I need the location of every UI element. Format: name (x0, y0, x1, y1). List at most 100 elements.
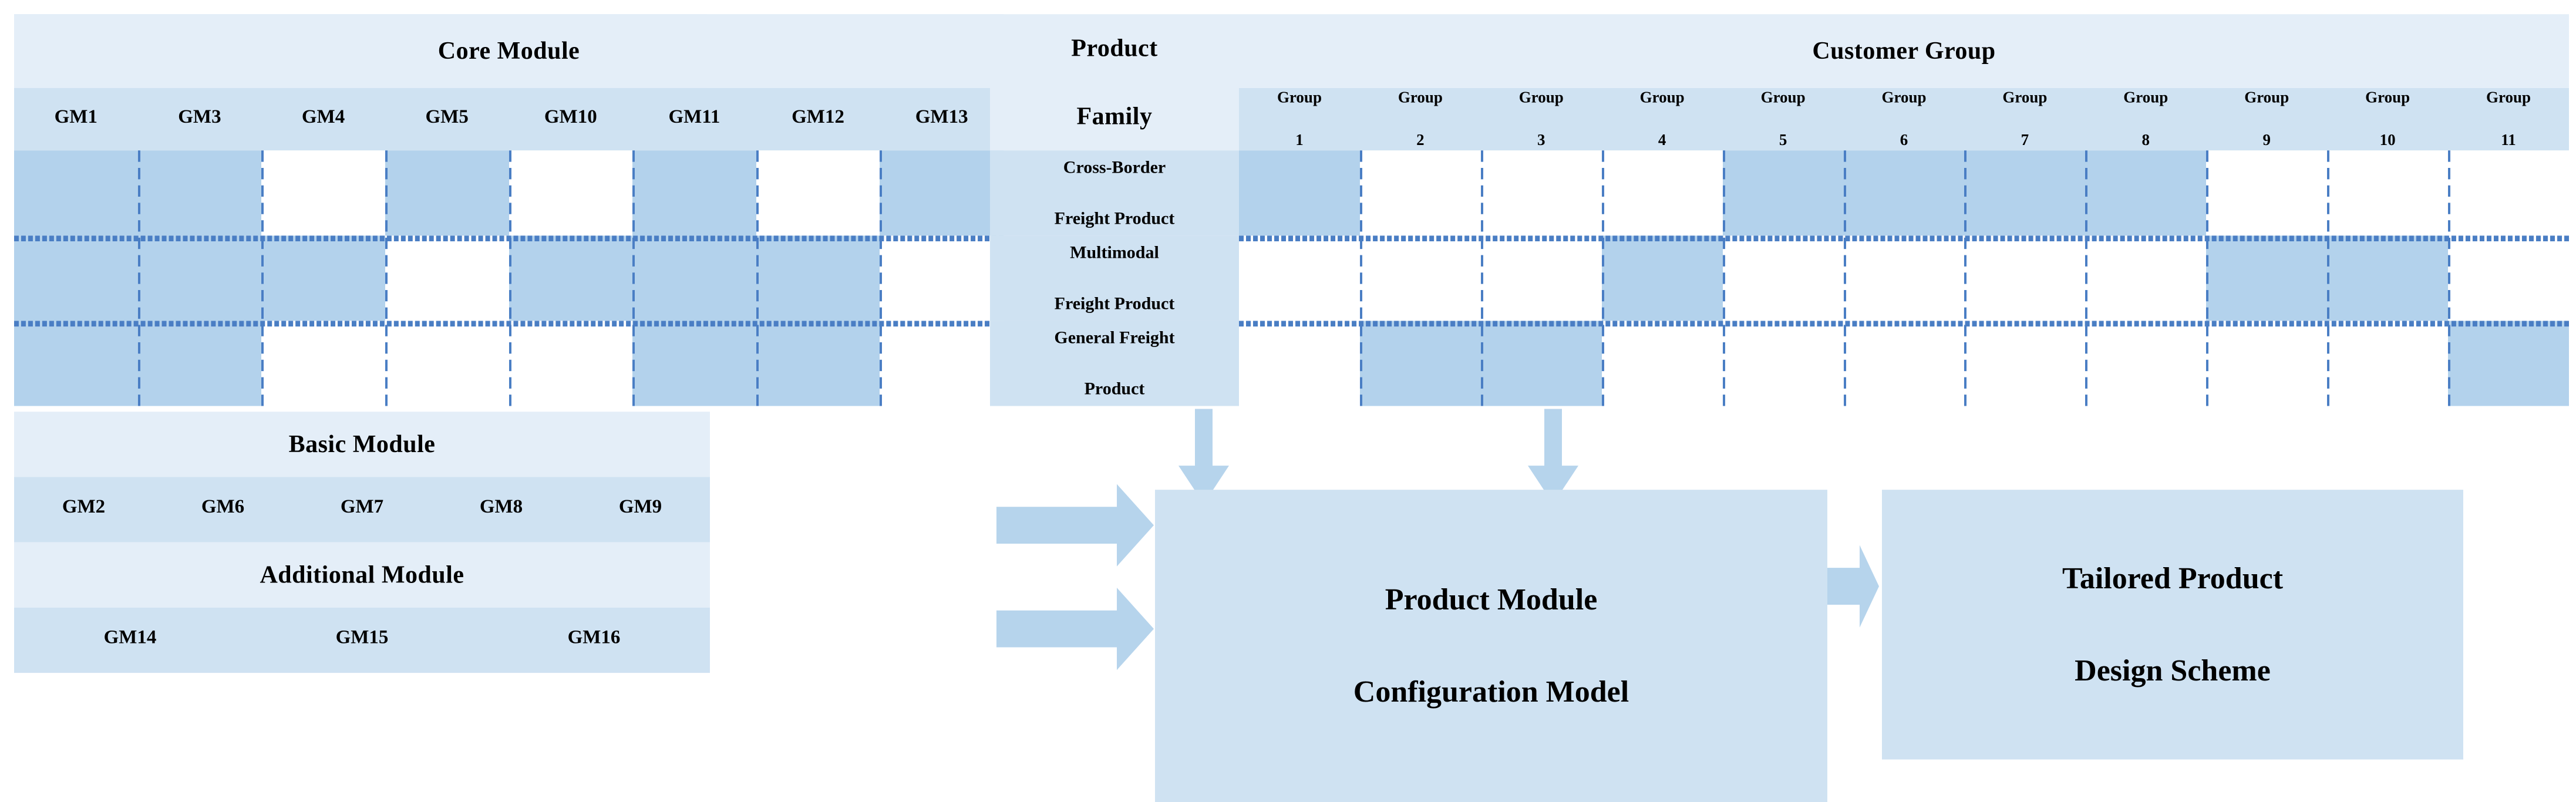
customer-group-column-word: Group (1881, 89, 1927, 107)
core-matrix-cell (880, 235, 1004, 321)
core-module-column-gm12: GM12 (792, 106, 844, 128)
customer-group-matrix-cell (1480, 235, 1602, 321)
grid-divider-vertical (880, 150, 883, 406)
customer-group-matrix-cell (1843, 321, 1965, 406)
core-module-column-gm5: GM5 (425, 106, 469, 128)
additional-module-column-gm16: GM16 (567, 626, 621, 648)
arrow-right-additional-module (996, 588, 1154, 670)
customer-group-header-label: Customer Group (1812, 38, 1996, 65)
customer-group-matrix-cell (1843, 235, 1965, 321)
basic-module-column-gm9: GM9 (618, 496, 662, 518)
tailored-product-design-box: Tailored Product Design Scheme (1882, 490, 2463, 760)
customer-group-column-number: 7 (2021, 131, 2029, 149)
grid-divider-vertical (632, 150, 635, 406)
customer-group-matrix-cell (2327, 235, 2449, 321)
core-matrix-cell (756, 150, 880, 236)
customer-group-column-number: 9 (2262, 131, 2271, 149)
core-module-column-gm10: GM10 (544, 106, 597, 128)
basic-module-column-gm8: GM8 (479, 496, 523, 518)
core-matrix-cell (137, 321, 262, 406)
grid-divider-horizontal (1239, 321, 2569, 327)
grid-divider-vertical (756, 150, 759, 406)
core-matrix-cell (509, 235, 633, 321)
product-family-row-line: Multimodal (1070, 242, 1159, 262)
core-matrix-cell (261, 321, 385, 406)
customer-group-column-number: 4 (1658, 131, 1666, 149)
customer-group-matrix-cell (1964, 150, 2086, 236)
basic-module-column-gm7: GM7 (340, 496, 384, 518)
basic-module-header-label: Basic Module (288, 430, 436, 458)
product-family-header-line2: Family (1076, 103, 1153, 130)
additional-module-header: Additional Module (14, 542, 710, 608)
customer-group-column-number: 3 (1537, 131, 1545, 149)
core-matrix-cell (880, 150, 1004, 236)
customer-group-column-word: Group (2002, 89, 2048, 107)
result-box-line2: Design Scheme (2075, 653, 2271, 688)
customer-group-matrix-cell (1239, 235, 1360, 321)
core-module-title-area: Core Module (14, 14, 1004, 88)
core-matrix-cell (385, 150, 509, 236)
grid-divider-vertical (1722, 150, 1725, 406)
customer-group-matrix-cell (1601, 235, 1723, 321)
core-matrix-cell (756, 321, 880, 406)
basic-module-column-gm2: GM2 (62, 496, 106, 518)
customer-group-column-number: 5 (1779, 131, 1787, 149)
grid-divider-vertical (1843, 150, 1846, 406)
core-matrix-cell (385, 235, 509, 321)
core-module-matrix (14, 150, 1004, 406)
additional-module-header-label: Additional Module (260, 561, 464, 589)
product-family-header: Product Family (990, 14, 1239, 151)
core-matrix-cell (880, 321, 1004, 406)
customer-group-matrix-cell (1722, 321, 1844, 406)
grid-divider-vertical (1601, 150, 1604, 406)
customer-group-matrix-cell (1601, 150, 1723, 236)
customer-group-matrix-cell (1964, 235, 2086, 321)
customer-group-matrix-cell (2448, 321, 2569, 406)
grid-divider-vertical (2085, 150, 2088, 406)
grid-divider-vertical (2448, 150, 2451, 406)
customer-group-header: Customer Group (1239, 14, 2569, 88)
result-box-line1: Tailored Product (2062, 561, 2284, 595)
customer-group-matrix-cell (2206, 150, 2328, 236)
customer-group-matrix-cell (2206, 321, 2328, 406)
customer-group-column-7: Group 7 (1964, 88, 2085, 150)
core-module-column-gm3: GM3 (178, 106, 221, 128)
customer-group-column-word: Group (1398, 89, 1443, 107)
core-matrix-cell (632, 150, 756, 236)
customer-group-matrix-cell (2085, 235, 2207, 321)
customer-group-matrix-cell (1722, 235, 1844, 321)
customer-group-matrix-cell (1359, 321, 1481, 406)
grid-divider-vertical (137, 150, 140, 406)
core-matrix-cell (632, 321, 756, 406)
customer-group-matrix-cell (2085, 321, 2207, 406)
product-family-row-line: General Freight (1054, 328, 1175, 348)
arrow-right-basic-module (996, 484, 1154, 567)
customer-group-matrix-cell (1239, 321, 1360, 406)
customer-group-column-number: 6 (1900, 131, 1908, 149)
additional-module-column-gm15: GM15 (335, 626, 389, 648)
customer-group-column-word: Group (2123, 89, 2168, 107)
core-module-column-gm13: GM13 (915, 106, 968, 128)
product-family-header-line1: Product (1071, 34, 1158, 62)
grid-divider-vertical (1359, 150, 1362, 406)
customer-group-matrix-cell (2448, 150, 2569, 236)
core-module-title: Core Module (437, 38, 580, 65)
core-matrix-cell (137, 235, 262, 321)
grid-divider-vertical (1964, 150, 1967, 406)
core-matrix-cell (14, 321, 138, 406)
basic-module-column-gm6: GM6 (201, 496, 245, 518)
customer-group-matrix-cell (2327, 321, 2449, 406)
core-matrix-cell (14, 235, 138, 321)
basic-module-columns: GM2 GM6 GM7 GM8 GM9 (14, 477, 710, 542)
grid-divider-vertical (1480, 150, 1483, 406)
